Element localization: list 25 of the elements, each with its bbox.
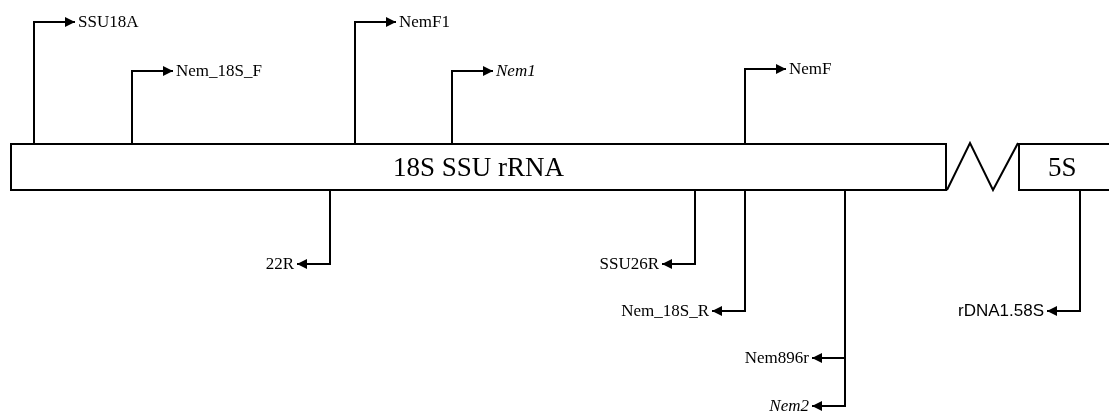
primer-label: Nem896r — [744, 348, 809, 368]
primer-label: rDNA1.58S — [958, 301, 1044, 321]
primer-label: SSU26R — [599, 254, 659, 274]
primer-arrow — [811, 190, 846, 411]
primer-label: 22R — [265, 254, 294, 274]
primer-label: Nem1 — [496, 61, 536, 81]
primer-arrow — [451, 66, 494, 144]
gene-bar — [1018, 143, 1109, 191]
primer-arrow — [1046, 190, 1081, 316]
primer-label: Nem_18S_F — [176, 61, 262, 81]
primer-arrow — [711, 190, 746, 316]
primer-label: Nem_18S_R — [621, 301, 709, 321]
primer-arrow — [33, 17, 76, 144]
gene-label: 5S — [1048, 151, 1077, 183]
gene-label: 18S SSU rRNA — [392, 151, 564, 183]
primer-arrow — [744, 64, 787, 144]
primer-label: NemF1 — [399, 12, 450, 32]
primer-label: NemF — [789, 59, 832, 79]
primer-label: Nem2 — [769, 396, 809, 416]
gene-bar — [10, 143, 947, 191]
primer-arrow — [661, 190, 696, 269]
primer-label: SSU18A — [78, 12, 139, 32]
primer-arrow — [354, 17, 397, 144]
primer-arrow — [131, 66, 174, 144]
primer-arrow — [296, 190, 331, 269]
